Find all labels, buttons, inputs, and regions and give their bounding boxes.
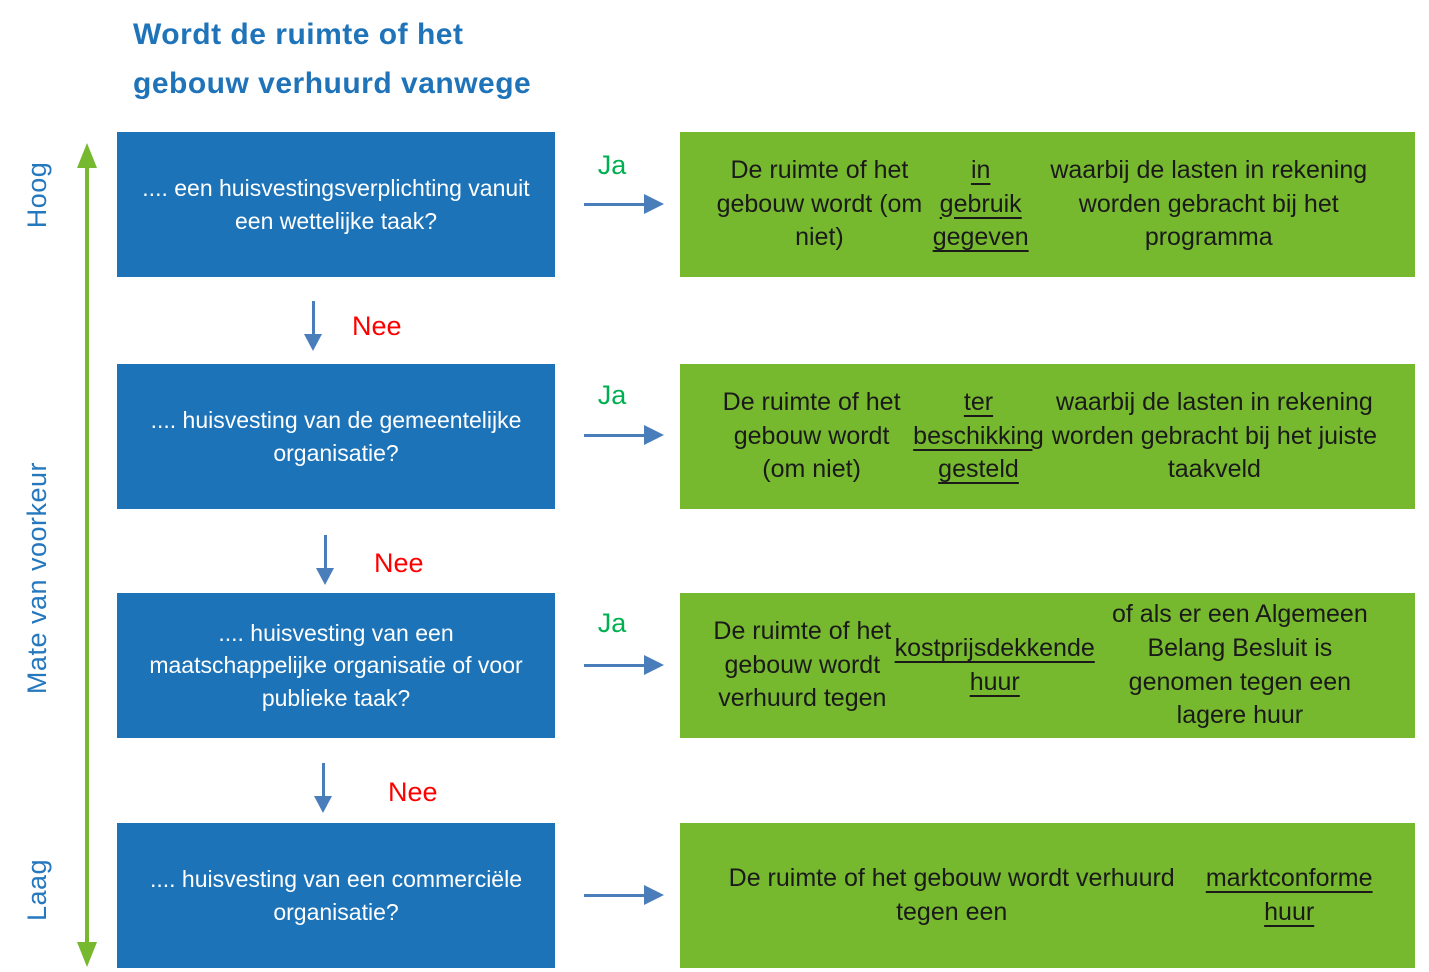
axis-label-hoog: Hoog	[21, 161, 52, 229]
answer-box-3: De ruimte of het gebouw wordt verhuurd t…	[680, 593, 1415, 738]
right-arrow-icon-4	[584, 885, 664, 905]
right-arrow-icon-1	[584, 194, 664, 214]
down-arrow-icon-1	[304, 301, 322, 351]
answer-box-4: De ruimte of het gebouw wordt verhuurd t…	[680, 823, 1415, 968]
question-box-3: .... huisvesting van een maatschappelijk…	[117, 593, 555, 738]
down-arrow-icon-2	[316, 535, 334, 585]
answer-text-underlined: in gebruik gegeven	[932, 155, 1029, 252]
yes-label-2: Ja	[597, 380, 627, 410]
question-box-4: .... huisvesting van een commerciële org…	[117, 823, 555, 968]
answer-text-after: of als er een Algemeen Belang Besluit is…	[1112, 600, 1368, 730]
question-box-1: .... een huisvestingsverplichting vanuit…	[117, 132, 555, 277]
page-title-line1: Wordt de ruimte of het	[133, 18, 464, 51]
yes-label-1: Ja	[597, 150, 627, 180]
answer-box-1: De ruimte of het gebouw wordt (om niet) …	[680, 132, 1415, 277]
axis-label-mate-van-voorkeur: Mate van voorkeur	[21, 461, 52, 695]
answer-text-before: De ruimte of het gebouw wordt (om niet)	[716, 155, 923, 252]
answer-text-underlined: kostprijsdekkende huur	[894, 633, 1095, 696]
answer-text-1: De ruimte of het gebouw wordt (om niet) …	[710, 132, 1385, 277]
right-arrow-icon-3	[584, 655, 664, 675]
answer-text-underlined: ter beschikking gesteld	[913, 387, 1044, 484]
answer-text-4: De ruimte of het gebouw wordt verhuurd t…	[710, 823, 1385, 968]
preference-axis-double-arrow-icon	[77, 143, 97, 967]
answer-text-after: waarbij de lasten in rekening worden geb…	[1050, 155, 1368, 252]
page-title: Wordt de ruimte of het gebouw verhuurd v…	[133, 10, 531, 108]
yes-label-3: Ja	[597, 608, 627, 638]
axis-label-laag: Laag	[21, 858, 52, 922]
no-label-2: Nee	[374, 548, 424, 578]
answer-text-3: De ruimte of het gebouw wordt verhuurd t…	[710, 593, 1385, 738]
no-label-3: Nee	[388, 777, 438, 807]
right-arrow-icon-2	[584, 425, 664, 445]
down-arrow-icon-3	[314, 763, 332, 813]
question-box-2: .... huisvesting van de gemeentelijke or…	[117, 364, 555, 509]
answer-text-after: waarbij de lasten in rekening worden geb…	[1051, 387, 1377, 484]
answer-text-before: De ruimte of het gebouw wordt verhuurd t…	[713, 616, 892, 713]
page-title-line2: gebouw verhuurd vanwege	[133, 67, 532, 100]
no-label-1: Nee	[352, 311, 402, 341]
answer-box-2: De ruimte of het gebouw wordt (om niet) …	[680, 364, 1415, 509]
answer-text-underlined: marktconforme huur	[1205, 863, 1373, 926]
answer-text-before: De ruimte of het gebouw wordt (om niet)	[722, 387, 901, 484]
answer-text-before: De ruimte of het gebouw wordt verhuurd t…	[728, 863, 1175, 926]
answer-text-2: De ruimte of het gebouw wordt (om niet) …	[710, 364, 1385, 509]
